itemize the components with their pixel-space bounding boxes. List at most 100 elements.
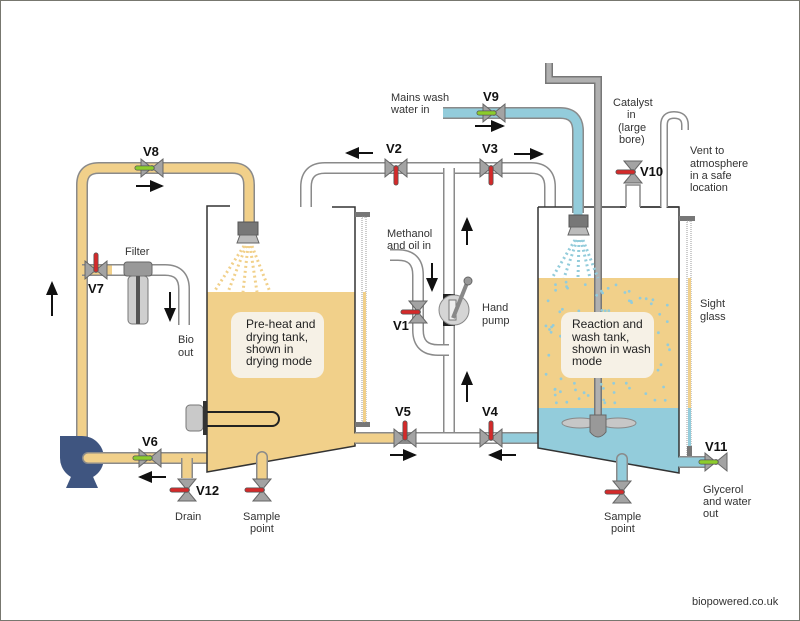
droplet (565, 400, 569, 404)
droplet (574, 388, 577, 392)
v10-valve[interactable]: V10 (615, 160, 663, 184)
v5-label: V5 (395, 404, 411, 419)
v2-label: V2 (386, 141, 402, 156)
hand-pump-label-1: Hand (482, 302, 508, 314)
v1-valve[interactable]: V1 (393, 300, 429, 333)
v8-valve[interactable]: V8 (134, 144, 164, 179)
droplet (612, 381, 616, 385)
filter (123, 261, 153, 325)
droplet (600, 309, 604, 312)
bio-out-pipe (112, 264, 190, 326)
v11-valve[interactable]: V11 (698, 439, 728, 473)
droplet (657, 331, 660, 335)
glycerol-label-3: out (703, 508, 718, 520)
v4-label: V4 (482, 404, 499, 419)
droplet (607, 309, 611, 313)
droplet (665, 320, 669, 323)
preheat-caption: Pre-heat and drying tank, shown in dryin… (231, 312, 324, 378)
stirrer (545, 63, 637, 438)
droplet (630, 301, 633, 304)
v1-label: V1 (393, 318, 409, 333)
droplet (559, 377, 563, 381)
droplet (663, 398, 667, 402)
catalyst-label-3: (large (618, 122, 646, 134)
s1-valve[interactable] (244, 478, 273, 502)
droplet (638, 296, 642, 300)
droplet (599, 382, 603, 386)
droplet (665, 303, 669, 307)
droplet (559, 390, 562, 394)
droplet (565, 285, 568, 288)
droplet (548, 328, 551, 331)
methanol-label-1: Methanol (387, 228, 432, 240)
preheat-caption-line-4: drying mode (246, 354, 312, 368)
droplet (553, 393, 557, 397)
droplet (582, 391, 586, 395)
v10-label: V10 (640, 164, 663, 179)
droplet (668, 348, 671, 352)
droplet (658, 312, 662, 316)
droplet (544, 324, 548, 328)
v4-valve[interactable]: V4 (479, 404, 503, 449)
drain-label: Drain (175, 511, 201, 523)
vent-label-1: Vent to (690, 145, 724, 157)
s2-valve[interactable] (604, 480, 633, 504)
glycerol-label-1: Glycerol (703, 484, 743, 496)
droplet (546, 299, 550, 303)
droplet (644, 392, 648, 395)
catalyst-inlet (625, 184, 641, 207)
sight-glass-label-2: glass (700, 311, 726, 323)
v12-valve[interactable]: V12 (169, 478, 219, 502)
catalyst-label-2: in (627, 109, 636, 121)
v6-label: V6 (142, 434, 158, 449)
labels: Filter Bio out Drain Sample point Methan… (125, 92, 779, 608)
droplet (606, 286, 610, 290)
mains-wash-label-2: water in (390, 104, 430, 116)
v3-valve[interactable]: V3 (479, 141, 503, 186)
droplet (651, 298, 655, 302)
reaction-caption: Reaction and wash tank, shown in wash mo… (561, 312, 654, 378)
spray-nozzle-left (212, 221, 272, 293)
droplet (613, 401, 617, 405)
v7-valve[interactable]: V7 (84, 252, 108, 296)
immersion-heater (185, 401, 280, 435)
bio-out-label-1: Bio (178, 334, 194, 346)
droplet (659, 363, 663, 367)
vent-label-4: location (690, 182, 728, 194)
v9-valve[interactable]: V9 (476, 89, 506, 124)
flow-arrows (46, 120, 544, 483)
droplet (627, 289, 631, 293)
preheat-caption-line-1: Pre-heat and (246, 317, 315, 331)
spray-nozzle-right (550, 214, 600, 279)
bio-out-label-2: out (178, 347, 193, 359)
vent-label-3: in a safe (690, 170, 732, 182)
droplet (558, 310, 562, 314)
droplet (666, 343, 670, 347)
reaction-caption-line-1: Reaction and (572, 317, 643, 331)
glycerol-label-2: and water (703, 496, 752, 508)
sample-point-left-label-2: point (250, 523, 274, 535)
sample-point-left-label-1: Sample (243, 511, 280, 523)
v3-label: V3 (482, 141, 498, 156)
droplet (656, 368, 660, 372)
credit-label: biopowered.co.uk (692, 596, 779, 608)
reaction-caption-line-4: mode (572, 354, 602, 368)
vent-label-2: atmosphere (690, 158, 748, 170)
v2-valve[interactable]: V2 (384, 141, 408, 186)
preheat-caption-line-3: shown in (246, 342, 293, 356)
droplet (653, 398, 657, 402)
droplet (612, 391, 616, 394)
catalyst-label-4: bore) (619, 134, 645, 146)
droplet (550, 325, 553, 329)
v11-label: V11 (705, 439, 727, 454)
droplet (553, 388, 557, 391)
droplet (577, 397, 581, 401)
sight-glass-right (679, 216, 695, 457)
v5-valve[interactable]: V5 (393, 404, 417, 449)
v6-valve[interactable]: V6 (132, 434, 162, 469)
v7-label: V7 (88, 281, 104, 296)
droplet (627, 299, 631, 303)
droplet (623, 291, 627, 294)
